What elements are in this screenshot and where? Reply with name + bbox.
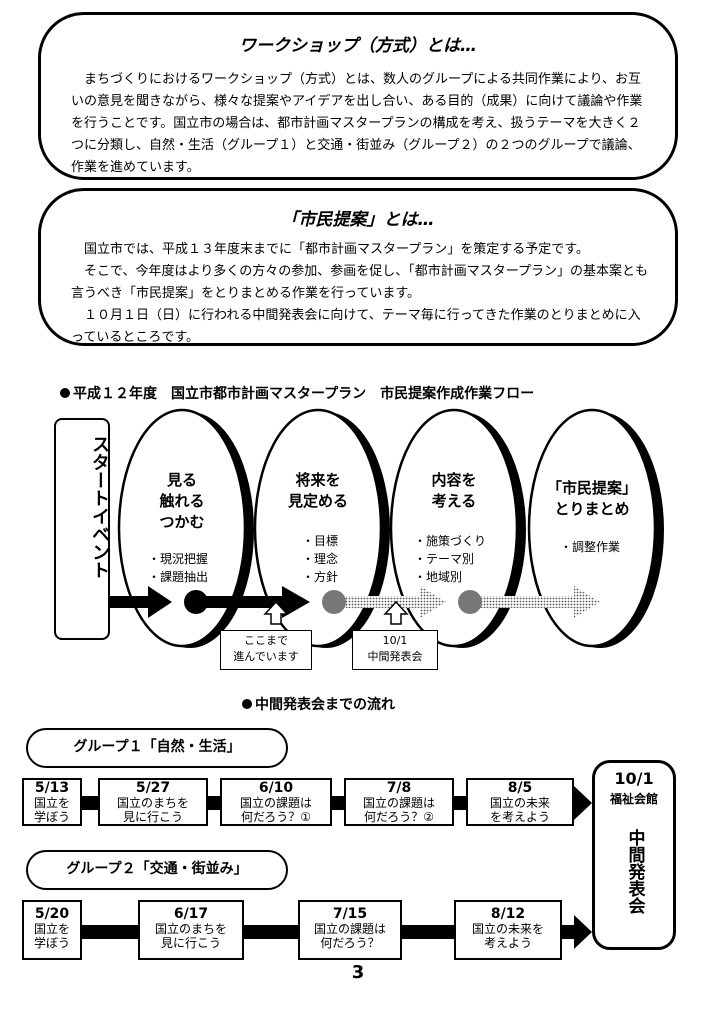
stage-ellipse-proposal — [527, 408, 657, 648]
flow-arrow-head — [282, 586, 310, 618]
step-date: 7/8 — [386, 780, 412, 796]
step-text: 国立の未来 を考えよう — [489, 796, 550, 824]
timeline-arrow — [80, 925, 140, 939]
bullet-icon — [242, 699, 252, 709]
flow-arrow-head — [148, 586, 172, 618]
timeline-heading-text: 中間発表会までの流れ — [255, 697, 395, 713]
step-text: 国立の課題は 何だろう？② — [362, 796, 435, 824]
flow-arrow-planned — [472, 596, 576, 608]
step-text: 国立のまちを 見に行こう — [116, 796, 189, 824]
proposal-definition-box: 「市民提案」とは… 国立市では、平成１３年度末までに「都市計画マスタープラン」を… — [38, 188, 678, 346]
workshop-title: ワークショップ（方式）とは… — [239, 36, 477, 56]
group-1-step: 8/5 国立の未来 を考えよう — [466, 778, 574, 826]
step-text: 国立の課題は 何だろう？ — [313, 922, 386, 950]
flow-arrow-planned — [334, 596, 422, 608]
workshop-body: まちづくりにおけるワークショップ（方式）とは、数人のグループによる共同作業により… — [71, 69, 649, 179]
timeline-arrow — [560, 925, 576, 939]
stage-1-item: ・課題抽出 — [148, 570, 209, 584]
timeline-arrow — [242, 925, 300, 939]
timeline-arrow — [80, 796, 100, 810]
stage-1-title: 見る 触れる つかむ — [159, 471, 205, 531]
proposal-paragraph-1: 国立市では、平成１３年度末までに「都市計画マスタープラン」を策定する予定です。 — [84, 242, 589, 257]
proposal-body: 国立市では、平成１３年度末までに「都市計画マスタープラン」を策定する予定です。 … — [71, 239, 649, 349]
timeline-arrow — [206, 796, 222, 810]
group-2-label: グループ２「交通・街並み」 — [26, 850, 288, 890]
group-2-step: 6/17 国立のまちを 見に行こう — [138, 900, 244, 960]
timeline-arrow — [330, 796, 346, 810]
group-1-step: 5/13 国立を 学ぼう — [22, 778, 82, 826]
step-text: 国立を 学ぼう — [33, 922, 70, 950]
start-event-box: スタートイベント — [54, 418, 110, 640]
stage-2-title: 将来を 見定める — [287, 471, 348, 510]
final-date: 10/1 — [614, 769, 654, 788]
workshop-definition-box: ワークショップ（方式）とは… まちづくりにおけるワークショップ（方式）とは、数人… — [38, 12, 678, 180]
midterm-pointer-icon — [383, 600, 409, 625]
timeline-arrow — [452, 796, 468, 810]
flow-arrow-planned-head — [420, 586, 446, 618]
group-1-label: グループ１「自然・生活」 — [26, 728, 288, 768]
group-2-step: 8/12 国立の未来を 考えよう — [454, 900, 562, 960]
step-date: 6/17 — [173, 906, 209, 922]
step-text: 国立のまちを 見に行こう — [154, 922, 227, 950]
step-date: 8/12 — [490, 906, 526, 922]
bullet-icon — [60, 388, 70, 398]
page-number: 3 — [351, 962, 365, 983]
stage-3-item: ・テーマ別 — [414, 552, 475, 566]
flow-node — [322, 590, 346, 614]
stage-3-item: ・地域別 — [414, 570, 463, 584]
step-date: 5/20 — [34, 906, 70, 922]
start-event-label: スタートイベント — [89, 435, 110, 579]
step-date: 6/10 — [258, 780, 294, 796]
timeline-arrow-head — [574, 786, 592, 820]
stage-3-item: ・施策づくり — [414, 534, 487, 548]
stage-3-title: 内容を 考える — [431, 471, 477, 510]
stage-ellipse-content — [389, 408, 519, 648]
timeline-arrow-head — [574, 915, 592, 949]
midterm-note: 10/1 中間発表会 — [352, 630, 438, 670]
step-date: 7/15 — [332, 906, 368, 922]
final-place: 福祉会館 — [609, 792, 658, 806]
stage-ellipse-future — [253, 408, 383, 648]
flow-heading: 平成１２年度 国立市都市計画マスタープラン 市民提案作成作業フロー — [60, 383, 534, 403]
stage-2-item: ・目標 — [302, 534, 339, 548]
group-2-step: 7/15 国立の課題は 何だろう？ — [298, 900, 402, 960]
stage-2-item: ・理念 — [302, 552, 339, 566]
stage-4-title: 「市民提案」 とりまとめ — [546, 479, 637, 518]
stage-2-item: ・方針 — [302, 570, 339, 584]
stage-ellipse-see — [117, 408, 247, 648]
flow-arrow-planned-head — [574, 586, 600, 618]
flow-node — [184, 590, 208, 614]
group-1-step: 7/8 国立の課題は 何だろう？② — [344, 778, 454, 826]
step-date: 5/27 — [135, 780, 171, 796]
flow-diagram — [62, 408, 664, 648]
timeline-arrow — [400, 925, 456, 939]
final-event: 中間発表会 — [624, 828, 645, 914]
proposal-paragraph-3: １０月１日（日）に行われる中間発表会に向けて、テーマ毎に行ってきた作業のとりまと… — [71, 308, 641, 345]
stage-4-item: ・調整作業 — [560, 540, 621, 554]
flow-node — [458, 590, 482, 614]
proposal-paragraph-2: そこで、今年度はより多くの方々の参加、参画を促し、「都市計画マスタープラン」の基… — [71, 264, 648, 301]
midterm-presentation-box: 10/1 福祉会館 中間発表会 — [592, 760, 676, 950]
step-text: 国立を 学ぼう — [33, 796, 70, 824]
workshop-paragraph: まちづくりにおけるワークショップ（方式）とは、数人のグループによる共同作業により… — [71, 72, 643, 175]
stage-1-item: ・現況把握 — [148, 552, 209, 566]
step-date: 5/13 — [34, 780, 70, 796]
group-2-step: 5/20 国立を 学ぼう — [22, 900, 82, 960]
flow-heading-text: 平成１２年度 国立市都市計画マスタープラン 市民提案作成作業フロー — [73, 386, 535, 402]
proposal-title: 「市民提案」とは… — [281, 210, 435, 230]
timeline-heading: 中間発表会までの流れ — [242, 694, 395, 714]
group-1-step: 6/10 国立の課題は 何だろう？① — [220, 778, 332, 826]
progress-note: ここまで 進んでいます — [220, 630, 312, 670]
step-date: 8/5 — [507, 780, 533, 796]
progress-pointer-icon — [263, 600, 289, 625]
group-1-step: 5/27 国立のまちを 見に行こう — [98, 778, 208, 826]
flow-arrow-shaft — [196, 596, 284, 608]
step-text: 国立の課題は 何だろう？① — [239, 796, 312, 824]
step-text: 国立の未来を 考えよう — [471, 922, 544, 950]
